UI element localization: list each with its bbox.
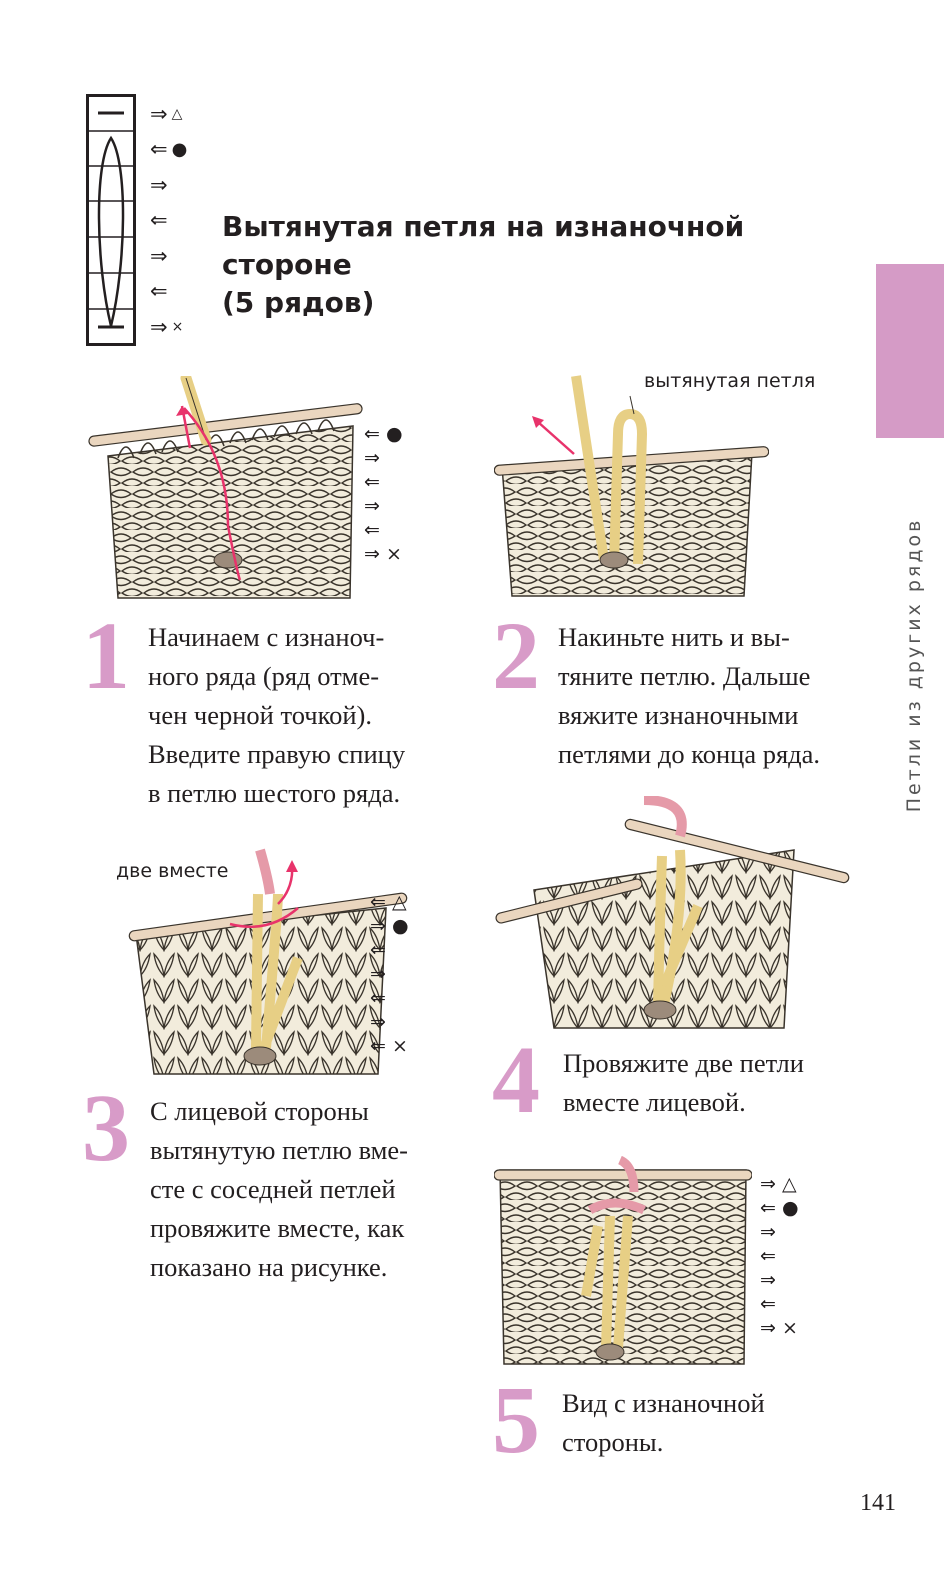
illustration-step-3 <box>128 848 408 1075</box>
row-marker: ⇒△ <box>150 101 183 126</box>
step-5-text: Вид с изнаночной стороны. <box>562 1388 765 1457</box>
step-2-text: Накиньте нить и вы- тяните петлю. Дальше… <box>558 622 821 769</box>
illustration-step-5 <box>494 1156 752 1365</box>
chart-row-markers: ⇒△ ⇐● ⇒ ⇐ ⇒ ⇐ ⇒× <box>150 96 210 345</box>
page-title: Вытянутая петля на изнаночной стороне (5… <box>222 208 872 322</box>
row-marker: ⇐ <box>150 208 168 233</box>
page-number: 141 <box>860 1490 896 1516</box>
knitting-chart-symbol <box>86 94 136 346</box>
row-arrows-step-1: ⇐ ●⇒ ⇐⇒ ⇐⇒ × <box>364 423 403 565</box>
step-3-text: С лицевой стороны вытянутую петлю вме- с… <box>150 1096 408 1282</box>
step-2-number: 2 <box>492 602 540 709</box>
row-marker: ⇒× <box>150 314 184 339</box>
step-1-text: Начинаем с изнаноч- ного ряда (ряд отме-… <box>148 622 406 808</box>
section-tab <box>876 264 944 438</box>
step-1-number: 1 <box>82 602 130 709</box>
step-4-number: 4 <box>492 1026 540 1133</box>
row-marker: ⇒ <box>150 243 168 268</box>
row-marker: ⇐● <box>150 137 188 162</box>
row-arrows-step-3: ⇐ △⇒ ● ⇐⇒ ⇐⇒ ⇐ × <box>370 891 409 1057</box>
row-arrows-step-5: ⇒ △⇐ ● ⇒⇐ ⇒⇐ ⇒ × <box>760 1173 799 1339</box>
title-line-2: (5 рядов) <box>222 286 375 319</box>
step-3-number: 3 <box>82 1074 130 1181</box>
row-marker: ⇒ <box>150 172 168 197</box>
illustration-step-4 <box>495 796 850 1029</box>
step-5-number: 5 <box>492 1366 540 1473</box>
section-title-vertical: Петли из других рядов <box>903 517 925 813</box>
label-two-together: две вместе <box>116 860 229 882</box>
row-marker: ⇐ <box>150 279 168 304</box>
title-line-1: Вытянутая петля на изнаночной стороне <box>222 210 745 281</box>
illustration-step-1 <box>88 376 363 599</box>
illustration-step-2 <box>494 375 769 597</box>
step-4-text: Провяжите две петли вместе лицевой. <box>563 1048 804 1117</box>
label-elongated-loop: вытянутая петля <box>644 370 816 392</box>
